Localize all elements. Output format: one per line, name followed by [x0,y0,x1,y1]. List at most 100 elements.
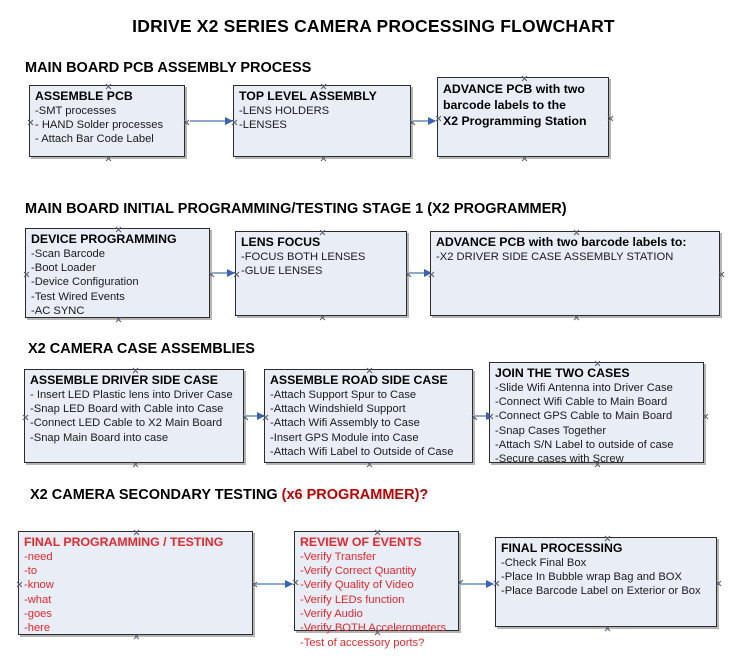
arrow-head-icon [424,268,432,277]
node-line: -Attach S/N Label to outside of case [495,439,674,452]
arrow-head-icon [285,579,293,588]
node-line: -Check Final Box [501,556,587,569]
node-line: -Device Configuration [31,276,139,289]
connector-handle-left[interactable] [27,119,34,126]
arrow-head-icon [486,579,494,588]
node-lens-focus[interactable]: LENS FOCUS -FOCUS BOTH LENSES -GLUE LENS… [235,231,407,316]
connector-handle-bottom[interactable] [132,461,139,468]
connector-handle-bottom[interactable] [105,155,112,162]
node-join-the-two-cases[interactable]: JOIN THE TWO CASES -Slide Wifi Antenna i… [489,362,704,465]
node-line: -LENSES [239,119,287,132]
node-final-programming-testing[interactable]: FINAL PROGRAMMING / TESTING -need -to -k… [18,531,253,635]
node-line: -Verify Transfer [300,550,376,563]
node-line: -SMT processes [35,104,117,117]
connector-handle-bottom[interactable] [320,155,327,162]
node-line: -X2 DRIVER SIDE CASE ASSEMBLY STATION [436,250,674,263]
section-heading-1: MAIN BOARD PCB ASSEMBLY PROCESS [25,60,311,76]
node-title: ASSEMBLE PCB [35,89,133,103]
node-title: REVIEW OF EVENTS [300,535,422,549]
node-line: -GLUE LENSES [241,265,323,278]
node-line: -what [24,593,52,606]
node-title: DEVICE PROGRAMMING [31,232,177,246]
connector-handle-left[interactable] [22,414,29,421]
node-review-of-events[interactable]: REVIEW OF EVENTS -Verify Transfer -Verif… [294,531,459,649]
node-line: - Attach Bar Code Label [35,133,154,146]
arrow-head-icon [428,116,436,125]
node-assemble-road-side-case[interactable]: ASSEMBLE ROAD SIDE CASE -Attach Support … [264,369,473,463]
node-line: -Test Wired Events [31,290,125,303]
node-line: -Verify Correct Quantity [300,565,417,578]
arrow-connector [413,116,436,125]
connector-handle-right[interactable] [715,580,722,587]
node-line: -Verify Quality of Video [300,579,414,592]
connector-handle-bottom[interactable] [366,461,373,468]
arrow-connector [246,411,265,420]
connector-handle-right[interactable] [718,271,725,278]
node-line: -Verify Audio [300,608,363,621]
node-line-overflow: -Test of accessory ports? [300,636,425,649]
node-line: -Snap Cases Together [495,424,607,437]
arrow-head-icon [225,116,233,125]
section-heading-2: MAIN BOARD INITIAL PROGRAMMING/TESTING S… [25,201,567,217]
section-heading-1-text: MAIN BOARD PCB ASSEMBLY PROCESS [25,60,312,76]
node-line: -AC SYNC [31,305,85,318]
node-line: -Verify BOTH Accelerometers [300,622,447,635]
node-line: -Place In Bubble wrap Bag and BOX [501,571,682,584]
node-line: - HAND Solder processes [35,119,164,132]
node-line: - Insert LED Plastic lens into Driver Ca… [30,388,233,401]
arrow-connector [190,116,233,125]
connector-handle-bottom[interactable] [604,625,611,632]
node-line: -Verify LEDs function [300,593,405,606]
node-advance-pcb-driver-side-case[interactable]: ADVANCE PCB with two barcode labels to: … [430,231,720,316]
node-line: -LENS HOLDERS [239,104,330,117]
arrow-head-icon [227,268,235,277]
node-line: -Connect LED Cable to X2 Main Board [30,417,223,430]
node-title-line: X2 Programming Station [443,114,587,129]
section-heading-4: X2 CAMERA SECONDARY TESTING (x6 PROGRAMM… [30,487,428,503]
section-heading-3: X2 CAMERA CASE ASSEMBLIES [28,341,255,357]
connector-handle-left[interactable] [16,581,23,588]
node-title: ADVANCE PCB with two barcode labels to: [436,235,687,249]
node-line: -Attach Wifi Label to Outside of Case [270,446,454,459]
node-title-line: ADVANCE PCB with two [443,82,585,96]
node-assemble-driver-side-case[interactable]: ASSEMBLE DRIVER SIDE CASE - Insert LED P… [24,369,244,463]
node-line: -goes [24,608,52,621]
node-line: -here [24,622,51,635]
node-line: -Snap LED Board with Cable into Case [30,403,224,416]
section-heading-4-text: X2 CAMERA SECONDARY TESTING [30,487,282,503]
node-line: -FOCUS BOTH LENSES [241,250,366,263]
page-title: IDRIVE X2 SERIES CAMERA PROCESSING FLOWC… [132,16,615,36]
connector-handle-right[interactable] [607,115,614,122]
node-advance-pcb-programming-station[interactable]: ADVANCE PCB with two barcode labels to t… [437,77,609,157]
node-final-processing[interactable]: FINAL PROCESSING -Check Final Box -Place… [495,537,717,627]
arrow-connector [409,268,432,277]
section-heading-2-text: MAIN BOARD INITIAL PROGRAMMING/TESTING S… [25,201,567,217]
connector-handle-left[interactable] [23,271,30,278]
node-title: FINAL PROCESSING [501,541,623,555]
node-line: -Insert GPS Module into Case [270,431,419,444]
section-heading-4-accent: (x6 PROGRAMMER)? [281,487,429,503]
connector-handle-bottom[interactable] [521,155,528,162]
node-line: -know [24,579,54,592]
node-line: -Attach Support Spur to Case [270,388,417,401]
node-title: TOP LEVEL ASSEMBLY [239,89,377,103]
node-line: -Place Barcode Label on Exterior or Box [501,585,701,598]
arrow-connector [461,579,494,588]
node-line: -Slide Wifi Antenna into Driver Case [495,381,673,394]
node-title: FINAL PROGRAMMING / TESTING [24,535,224,549]
node-assemble-pcb[interactable]: ASSEMBLE PCB -SMT processes - HAND Solde… [29,85,185,157]
node-line: -Connect GPS Cable to Main Board [495,410,673,423]
node-device-programming[interactable]: DEVICE PROGRAMMING -Scan Barcode -Boot L… [25,228,210,318]
connector-handle-bottom[interactable] [319,314,326,321]
connector-handle-bottom[interactable] [573,314,580,321]
node-line: -Scan Barcode [31,247,106,260]
connector-handle-right[interactable] [702,413,709,420]
node-top-level-assembly[interactable]: TOP LEVEL ASSEMBLY -LENS HOLDERS -LENSES [233,85,411,157]
connector-handle-right[interactable] [183,119,190,126]
arrow-connector [212,268,235,277]
node-title: ASSEMBLE DRIVER SIDE CASE [30,373,218,387]
node-line: -Snap Main Board into case [30,431,169,444]
node-title-line: barcode labels to the [443,98,566,113]
node-title: LENS FOCUS [241,235,321,249]
